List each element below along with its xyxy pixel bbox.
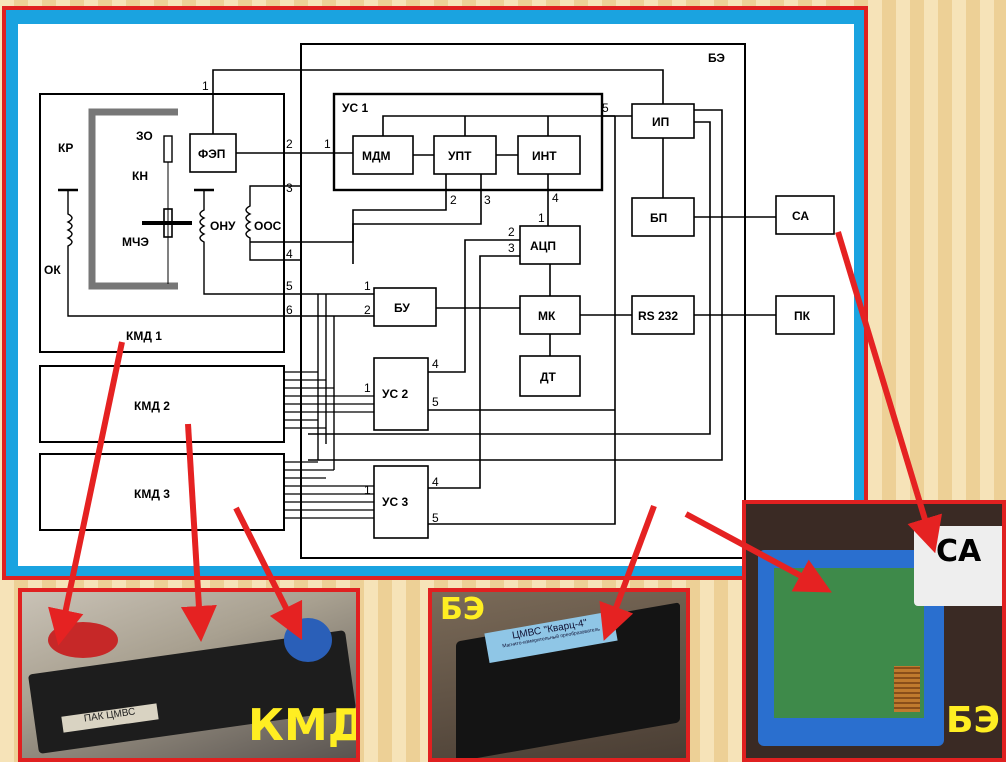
svg-text:УПТ: УПТ — [448, 149, 472, 163]
kmd-blue-coil — [284, 618, 332, 662]
ok-coil — [68, 190, 301, 316]
svg-text:АЦП: АЦП — [530, 239, 556, 253]
be-open-heatsink — [894, 666, 920, 712]
svg-text:2: 2 — [364, 303, 371, 317]
be-open-photo: СА БЭ — [742, 500, 1006, 762]
be-open-photo-label: БЭ — [946, 700, 1000, 741]
kmd-photo: ПАК ЦМВС КМД — [18, 588, 360, 762]
us1-label: УС 1 — [342, 101, 368, 115]
svg-text:БУ: БУ — [394, 301, 410, 315]
svg-text:КМД 2: КМД 2 — [134, 399, 170, 413]
svg-text:2: 2 — [450, 193, 457, 207]
ca-photo-label: СА — [936, 534, 981, 569]
diagram-canvas: БЭ КМД 1 КР ЗО КН МЧЭ ОК ОНУ ООС ФЭП 1 2… — [18, 24, 854, 566]
svg-text:1: 1 — [324, 137, 331, 151]
fep-label: ФЭП — [198, 147, 225, 161]
svg-text:1: 1 — [364, 381, 371, 395]
svg-text:3: 3 — [286, 181, 293, 195]
svg-text:ИП: ИП — [652, 115, 669, 129]
zo-label: ЗО — [136, 129, 153, 143]
block-diagram: БЭ КМД 1 КР ЗО КН МЧЭ ОК ОНУ ООС ФЭП 1 2… — [18, 24, 854, 566]
svg-text:5: 5 — [432, 395, 439, 409]
ca-diagram-label: СА — [792, 209, 809, 223]
kr-label: КР — [58, 141, 73, 155]
kmd-red-coil — [48, 622, 118, 658]
svg-text:3: 3 — [508, 241, 515, 255]
kn-label: КН — [132, 169, 148, 183]
svg-text:4: 4 — [432, 357, 439, 371]
kmd-photo-label: КМД — [248, 700, 360, 751]
svg-text:ДТ: ДТ — [540, 370, 557, 384]
be-photo-label: БЭ — [440, 592, 485, 627]
svg-text:2: 2 — [286, 137, 293, 151]
svg-text:RS 232: RS 232 — [638, 309, 678, 323]
svg-text:МК: МК — [538, 309, 556, 323]
svg-text:6: 6 — [286, 303, 293, 317]
svg-text:1: 1 — [364, 483, 371, 497]
svg-text:4: 4 — [286, 247, 293, 261]
svg-text:МДМ: МДМ — [362, 149, 391, 163]
svg-text:1: 1 — [364, 279, 371, 293]
onu-label: ОНУ — [210, 219, 236, 233]
svg-text:1: 1 — [202, 79, 209, 93]
svg-text:ИНТ: ИНТ — [532, 149, 557, 163]
zo-element — [164, 136, 172, 162]
mche-label: МЧЭ — [122, 235, 149, 249]
be-photo: ЦМВС "Кварц-4" Магнито-измерительный пре… — [428, 588, 690, 762]
svg-text:УС 2: УС 2 — [382, 387, 408, 401]
svg-text:КМД 3: КМД 3 — [134, 487, 170, 501]
svg-text:ПК: ПК — [794, 309, 811, 323]
be-title: БЭ — [708, 51, 725, 65]
kmd1-label: КМД 1 — [126, 329, 162, 343]
svg-text:БП: БП — [650, 211, 667, 225]
svg-text:УС 3: УС 3 — [382, 495, 408, 509]
svg-text:3: 3 — [484, 193, 491, 207]
svg-text:5: 5 — [286, 279, 293, 293]
oos-label: ООС — [254, 219, 282, 233]
svg-text:5: 5 — [602, 101, 609, 115]
svg-text:4: 4 — [552, 191, 559, 205]
svg-text:2: 2 — [508, 225, 515, 239]
svg-text:4: 4 — [432, 475, 439, 489]
kr-frame — [92, 112, 178, 286]
be-box — [301, 44, 745, 558]
svg-text:5: 5 — [432, 511, 439, 525]
us1-box — [334, 94, 602, 190]
ok-label: ОК — [44, 263, 61, 277]
svg-text:1: 1 — [538, 211, 545, 225]
